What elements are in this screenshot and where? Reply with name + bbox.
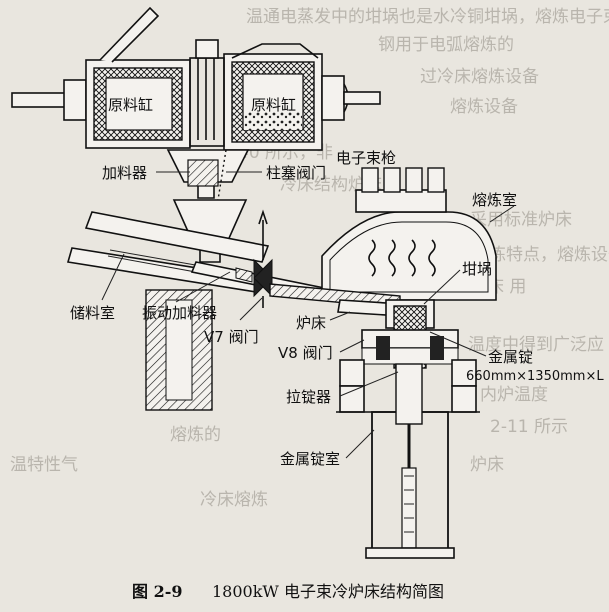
label-ingot-size: 660mm×1350mm×L bbox=[466, 369, 604, 384]
support-pillar bbox=[145, 289, 213, 411]
bg-text-line: 炉床 bbox=[470, 455, 504, 475]
bg-text-line: 温度中得到广泛应 bbox=[468, 335, 604, 355]
bg-text-line: 熔炼设备 bbox=[450, 97, 518, 117]
raw-tank-right bbox=[223, 43, 381, 151]
label-raw-tank-left: 原料缸 bbox=[108, 96, 153, 114]
bg-text-line: 2-11 所示 bbox=[490, 417, 568, 437]
labels: 原料缸 原料缸 加料器 柱塞阀门 电子束枪 熔炼室 坩埚 储料室 振动加料器 V… bbox=[70, 96, 604, 468]
crucible-column bbox=[361, 299, 459, 369]
bg-text-line: 过冷床熔炼设备 bbox=[420, 67, 539, 87]
feeder-assembly bbox=[166, 39, 250, 241]
label-storage-chamber: 储料室 bbox=[70, 304, 115, 322]
bg-text-line: 熔炼的 bbox=[170, 425, 221, 445]
label-raw-tank-right: 原料缸 bbox=[251, 96, 296, 114]
electron-guns bbox=[355, 167, 447, 213]
melting-chamber bbox=[321, 211, 497, 301]
label-ingot-puller: 拉锭器 bbox=[286, 388, 331, 406]
caption-number: 图 2-9 bbox=[132, 582, 182, 601]
bg-text-line: 温通电蒸发中的坩埚也是水冷铜坩埚，熔炼电子束枪的固体， bbox=[246, 7, 609, 27]
label-v7-valve: V7 阀门 bbox=[204, 328, 259, 346]
label-crucible: 坩埚 bbox=[462, 260, 492, 278]
v7-valve bbox=[253, 209, 273, 308]
bg-text-line: 钢用于电弧熔炼的 bbox=[378, 35, 514, 55]
bg-text-line: 内炉温度 bbox=[480, 385, 548, 405]
label-v8-valve: V8 阀门 bbox=[278, 344, 333, 362]
label-vibrating-feeder: 振动加料器 bbox=[142, 304, 217, 322]
bg-text-line: 采用标准炉床 bbox=[470, 210, 572, 230]
side-housings bbox=[336, 359, 480, 413]
figure-caption: 图 2-9 1800kW 电子束冷炉床结构简图 bbox=[132, 582, 444, 601]
caption-title: 1800kW 电子束冷炉床结构简图 bbox=[212, 582, 444, 601]
bg-text-line: 温特性气 bbox=[10, 455, 78, 475]
bg-text-line: 冷床熔炼 bbox=[200, 490, 268, 510]
raw-tank-left bbox=[11, 6, 191, 149]
label-hearth: 炉床 bbox=[296, 314, 326, 332]
label-ingot: 金属锭 bbox=[488, 348, 533, 366]
label-ingot-chamber: 金属锭室 bbox=[280, 450, 340, 468]
ingot-chamber bbox=[365, 363, 455, 559]
label-feeder: 加料器 bbox=[102, 164, 147, 182]
label-plunger-valve: 柱塞阀门 bbox=[266, 164, 326, 182]
storage-chamber bbox=[66, 211, 270, 293]
label-electron-gun: 电子束枪 bbox=[336, 149, 396, 167]
label-melting-chamber: 熔炼室 bbox=[472, 191, 517, 209]
